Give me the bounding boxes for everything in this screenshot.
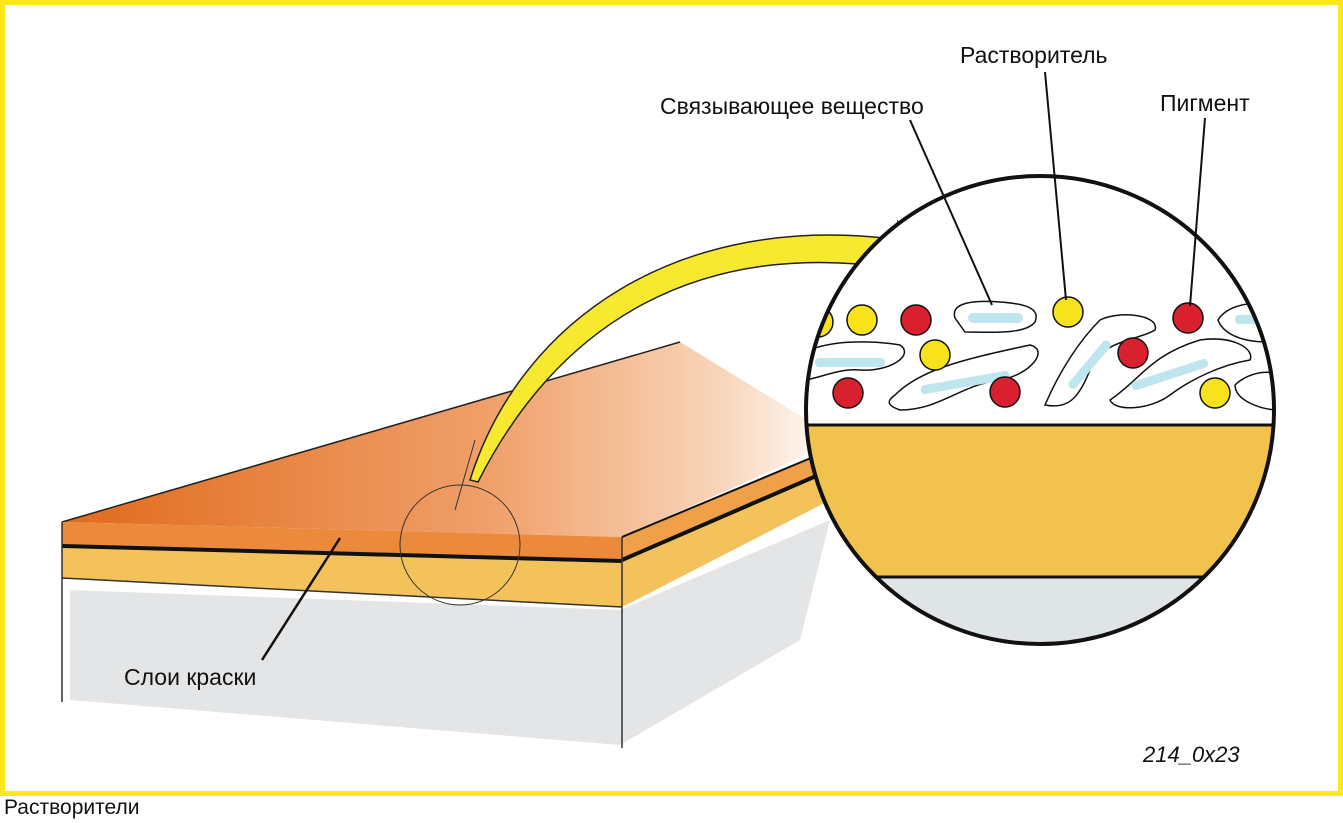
figure-frame [0, 0, 1343, 796]
painted-surface [62, 342, 840, 537]
figure-code: 214_0x23 [1143, 742, 1240, 767]
primer-layer-zoom [806, 425, 1274, 577]
magnifier-circle [804, 174, 1276, 646]
paint-layers-illustration [61, 71, 1276, 748]
slab-shadow [70, 520, 830, 745]
label-paint-layers: Слои краски [124, 664, 257, 690]
label-binder: Связывающее вещество [660, 93, 924, 119]
pigment-particles [832, 302, 1204, 409]
figure-caption: Растворители [4, 796, 140, 819]
label-pigment: Пигмент [1160, 90, 1250, 116]
paint-layer-orange [62, 522, 622, 560]
label-solvent: Растворитель [960, 42, 1108, 68]
magnified-spot [399, 484, 521, 606]
primer-layer-yellow [62, 548, 622, 607]
